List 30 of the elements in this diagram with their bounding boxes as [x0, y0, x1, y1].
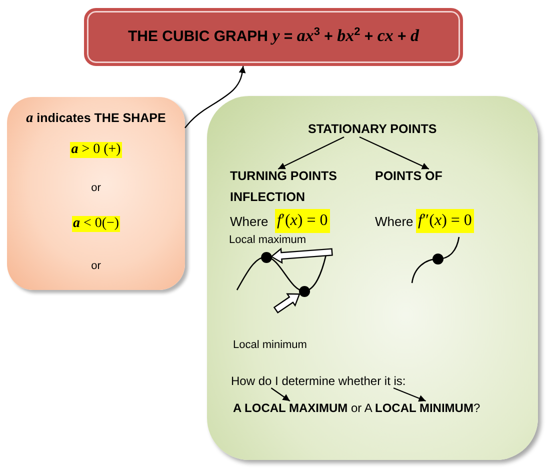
arrow — [278, 136, 344, 170]
arrow — [270, 388, 290, 402]
dot-icon — [260, 252, 272, 262]
point-label: Local minimum — [233, 339, 307, 352]
highlighted-formula: a > 0 (+) — [70, 142, 122, 158]
block-arrow — [270, 248, 333, 264]
curved-arrow — [184, 66, 246, 128]
block-arrow — [273, 293, 300, 314]
title-text: THE CUBIC GRAPH y = ax$^{3}$ + bx$^{2}$ + cx + d — [128, 25, 419, 47]
info-card — [207, 96, 538, 460]
title-banner — [84, 8, 463, 66]
conjunction-text: or — [91, 182, 101, 196]
dot-icon — [298, 286, 310, 296]
arrow — [359, 136, 430, 170]
where-label: Where — [375, 214, 414, 230]
answer-text: A LOCAL MAXIMUM or A LOCAL MINIMUM? — [233, 401, 480, 415]
info-card — [7, 97, 185, 290]
where-label: Where — [230, 214, 268, 230]
highlighted-formula: a < 0(−) — [72, 216, 120, 232]
card-heading: a indicates THE SHAPE — [26, 111, 166, 128]
question-text: How do I determine whether it is: — [231, 374, 406, 388]
section-heading: TURNING POINTS — [230, 169, 337, 184]
highlighted-formula: f″(x) = 0 — [416, 209, 474, 233]
section-heading: INFLECTION — [230, 190, 305, 205]
section-heading: POINTS OF — [375, 169, 442, 184]
conjunction-text: or — [91, 260, 101, 274]
arrow — [393, 387, 426, 402]
highlighted-formula: f′(x) = 0 — [275, 209, 330, 233]
section-heading: STATIONARY POINTS — [308, 122, 437, 137]
point-label: Local maximum — [229, 234, 306, 248]
